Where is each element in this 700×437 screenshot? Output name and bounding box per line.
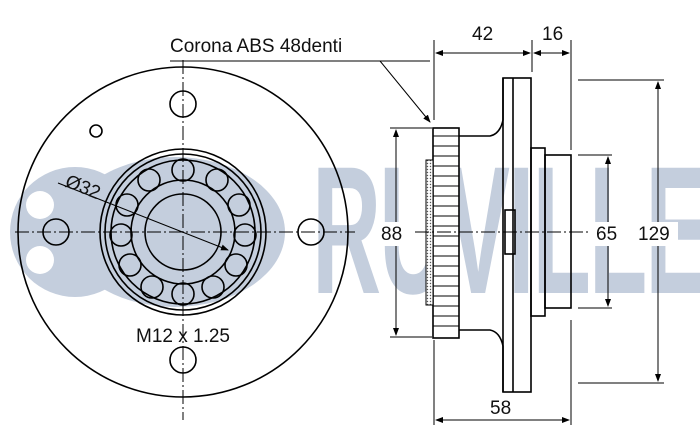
dimension-42: 42	[472, 24, 493, 45]
bolt-hole-top	[169, 90, 197, 118]
bolt-hole-right	[297, 218, 325, 246]
small-hole	[89, 124, 103, 138]
dimension-65: 65	[596, 224, 617, 245]
roller-elements	[109, 158, 257, 306]
bolt-hole-left	[42, 218, 70, 246]
dimensions: 42 16 58 88 65 129	[380, 24, 678, 425]
abs-ring-label: Corona ABS 48denti	[170, 36, 342, 57]
bolt-hole-bottom	[169, 346, 197, 374]
dimension-16: 16	[542, 24, 563, 45]
dimension-88: 88	[381, 224, 402, 245]
dimension-58: 58	[490, 398, 511, 419]
dimension-129: 129	[638, 224, 670, 245]
watermark-text: RUVILLE	[312, 128, 700, 332]
abs-tone-ring	[432, 127, 460, 339]
thread-label: M12 x 1.25	[136, 326, 230, 347]
side-view	[415, 77, 590, 393]
